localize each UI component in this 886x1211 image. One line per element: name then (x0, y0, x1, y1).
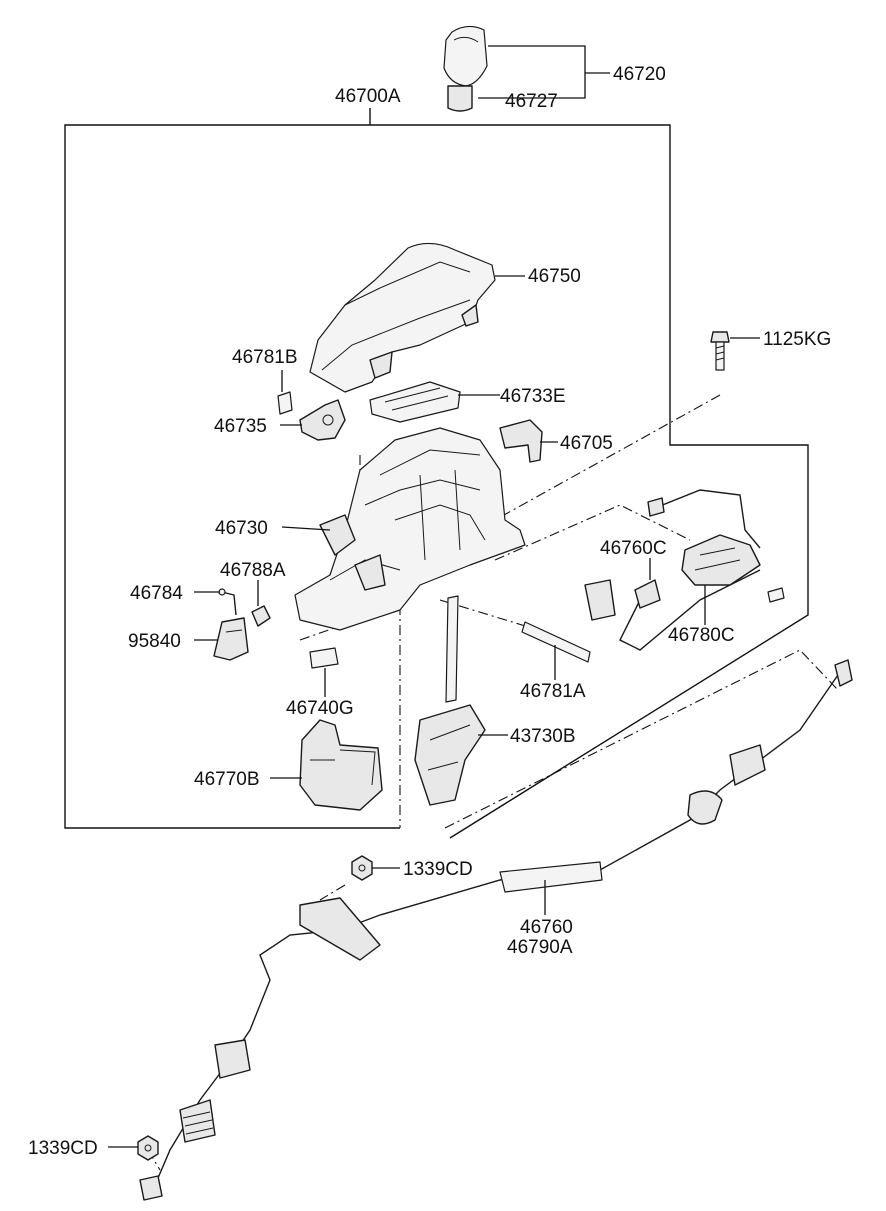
clip-part[interactable] (218, 588, 237, 616)
bolt-part[interactable] (710, 331, 730, 371)
upper-cover-part[interactable] (309, 242, 496, 393)
pin-part-long[interactable] (521, 621, 591, 663)
spring-part[interactable] (251, 605, 271, 627)
label-46781A: 46781A (520, 681, 586, 702)
actuator-part[interactable] (681, 534, 785, 603)
label-46781B: 46781B (232, 347, 298, 368)
label-46760C: 46760C (600, 538, 667, 559)
shifter-base-part[interactable] (294, 427, 526, 631)
indicator-plate-part[interactable] (369, 381, 461, 423)
housing-part[interactable] (299, 719, 383, 811)
label-46760: 46760 (520, 917, 573, 938)
part-labels: 46700A 46720 46727 46750 1125KG 46781B 4… (28, 64, 831, 1159)
leader-lines (108, 45, 760, 1148)
label-46727: 46727 (505, 91, 558, 112)
nut-part-bottom[interactable] (137, 1135, 159, 1161)
assembly-frame (64, 108, 809, 839)
label-1125KG: 1125KG (763, 329, 831, 350)
connector-part[interactable] (213, 617, 249, 661)
shift-knob[interactable] (443, 25, 488, 112)
label-46780C: 46780C (668, 625, 735, 646)
label-46720: 46720 (613, 64, 666, 85)
shift-cable-part[interactable] (139, 659, 853, 1201)
label-46733E: 46733E (500, 386, 566, 407)
label-46700A: 46700A (335, 86, 401, 107)
label-46790A: 46790A (507, 937, 573, 958)
label-43730B: 43730B (510, 726, 576, 747)
shift-lever-part[interactable] (414, 595, 486, 806)
label-46788A: 46788A (220, 560, 286, 581)
nut-part-top[interactable] (351, 855, 373, 881)
label-46705: 46705 (560, 433, 613, 454)
label-1339CD-bottom: 1339CD (28, 1138, 98, 1159)
bracket-part[interactable] (499, 419, 543, 463)
label-1339CD-top: 1339CD (403, 859, 473, 880)
label-46770B: 46770B (194, 769, 260, 790)
label-46730: 46730 (215, 518, 268, 539)
label-46750: 46750 (528, 266, 581, 287)
detent-lever-part[interactable] (299, 399, 346, 441)
sensor-harness-part[interactable] (584, 489, 761, 651)
label-46784: 46784 (130, 583, 183, 604)
pin-part-small[interactable] (277, 391, 293, 415)
label-46740G: 46740G (286, 698, 354, 719)
label-46735: 46735 (214, 416, 267, 437)
label-95840: 95840 (128, 631, 181, 652)
guide-plate-part[interactable] (309, 647, 339, 669)
